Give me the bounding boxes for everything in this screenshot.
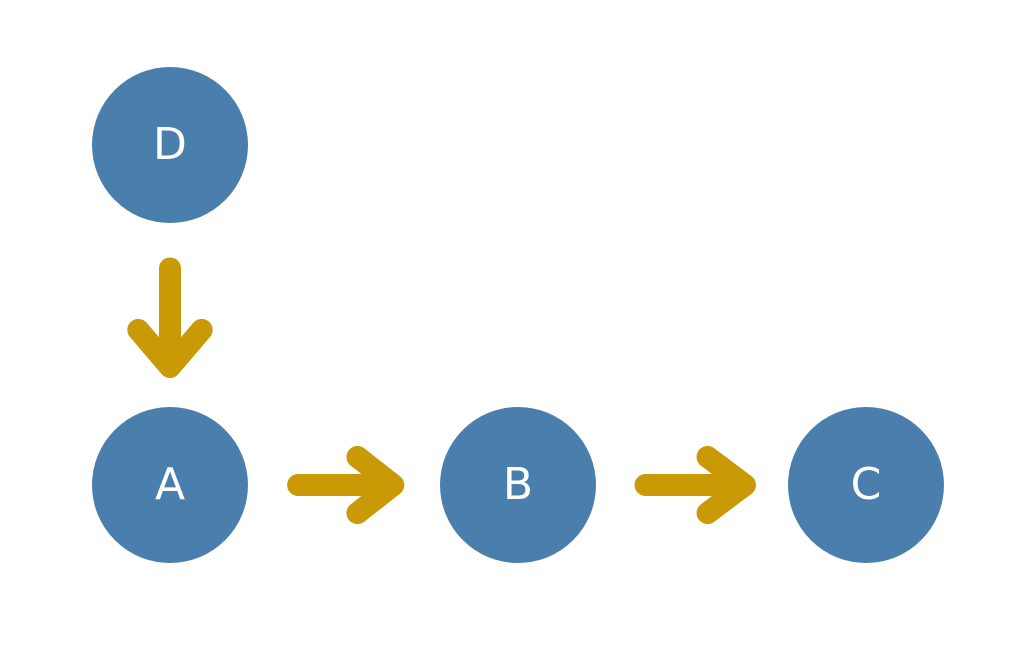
graph-edge-D-to-A[interactable]: [126, 258, 214, 374]
graph-edge-B-to-C[interactable]: [635, 446, 752, 524]
graph-edge-A-to-B[interactable]: [288, 446, 400, 524]
graph-node-a[interactable]: A: [92, 407, 248, 563]
graph-node-label: A: [154, 459, 186, 510]
graph-node-d[interactable]: D: [92, 67, 248, 223]
graph-node-c[interactable]: C: [788, 407, 944, 563]
graph-node-label: D: [153, 119, 187, 170]
graph-node-b[interactable]: B: [440, 407, 596, 563]
graph-node-label: B: [502, 459, 534, 510]
graph-node-label: C: [850, 459, 882, 510]
